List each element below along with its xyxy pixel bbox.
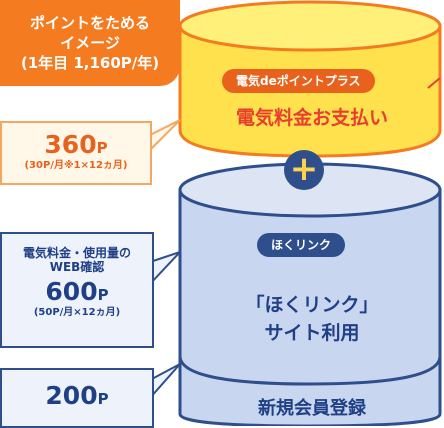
callout-signup: 200P <box>0 368 154 428</box>
hoku-head-1: 電気料金・使用量の <box>22 246 131 260</box>
title-line-3: (1年目 1,160P/年) <box>20 54 160 72</box>
label-hokulink-site-line1: 「ほくリンク」 <box>245 294 379 316</box>
accent-mark <box>427 77 441 89</box>
callout-hoku: 電気料金・使用量の WEB確認 600P (50P/月×12ヵ月) <box>0 232 154 348</box>
pill-denki-de-point-plus: 電気deポイントプラス <box>222 69 375 93</box>
title-badge: ポイントをためる イメージ (1年目 1,160P/年) <box>0 0 180 86</box>
callout-tail-signup <box>149 363 181 399</box>
hoku-points: 600 <box>45 277 98 306</box>
electric-points-note: (30P/月※1×12ヵ月) <box>24 160 128 171</box>
hoku-points-unit: P <box>97 286 109 304</box>
signup-points-unit: P <box>97 390 109 408</box>
hoku-points-note: (50P/月×12ヵ月) <box>33 307 121 318</box>
label-new-member-signup: 新規会員登録 <box>258 398 366 419</box>
electric-points-unit: P <box>96 139 108 157</box>
callout-tail-electric <box>147 119 181 153</box>
electric-points: 360 <box>44 130 97 159</box>
label-electricity-payment: 電気料金お支払い <box>235 107 388 129</box>
title-line-1: ポイントをためる <box>29 14 150 32</box>
callout-electric: 360P (30P/月※1×12ヵ月) <box>0 121 152 185</box>
title-line-2: イメージ <box>60 34 120 52</box>
label-hokulink-site-line2: サイト利用 <box>264 322 360 344</box>
pill-hokulink: ほくリンク <box>257 233 346 257</box>
signup-points: 200 <box>45 381 98 410</box>
callout-tail-hoku <box>149 251 181 285</box>
plus-icon: + <box>284 150 324 190</box>
hoku-head-2: WEB確認 <box>49 260 105 274</box>
